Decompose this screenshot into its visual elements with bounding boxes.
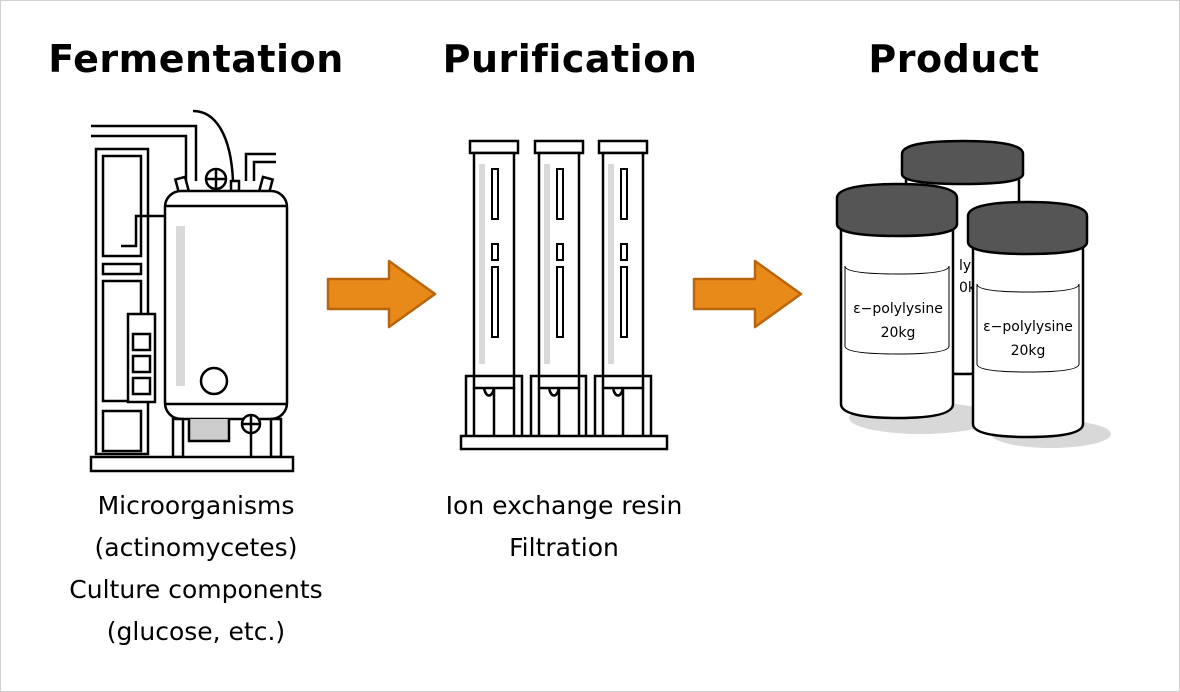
jar-label-name: ε−polylysine xyxy=(853,301,943,317)
jar-label-name: ε−polylysine xyxy=(983,319,1073,335)
svg-text:lyl: lyl xyxy=(959,258,975,274)
caption-line: (actinomycetes) xyxy=(94,533,298,562)
fermentation-title: Fermentation xyxy=(48,37,344,81)
caption-line: (glucose, etc.) xyxy=(106,617,286,646)
arrow-right-icon xyxy=(326,259,437,329)
caption-line: Ion exchange resin xyxy=(445,491,683,520)
purification-title: Purification xyxy=(442,37,698,81)
product-title: Product xyxy=(868,37,1040,81)
caption-line: Microorganisms xyxy=(97,491,295,520)
jar-label-weight: 20kg xyxy=(881,325,916,341)
jar-right: ε−polylysine 20kg xyxy=(966,200,1089,439)
fermentation-caption: Microorganisms (actinomycetes) Culture c… xyxy=(41,485,351,653)
purification-caption: Ion exchange resin Filtration xyxy=(414,485,714,569)
caption-line: Filtration xyxy=(509,533,619,562)
fermenter-illustration xyxy=(89,109,295,473)
jar-label-weight: 20kg xyxy=(1011,343,1046,359)
ion-exchange-columns-illustration xyxy=(459,139,669,451)
jar-left: ε−polylysine 20kg xyxy=(835,182,959,420)
caption-line: Culture components xyxy=(69,575,323,604)
product-jars-illustration: lyl 0k ε−polylysine 20kg ε−polylysine 20… xyxy=(835,139,1111,448)
arrow-right-icon xyxy=(692,259,803,329)
